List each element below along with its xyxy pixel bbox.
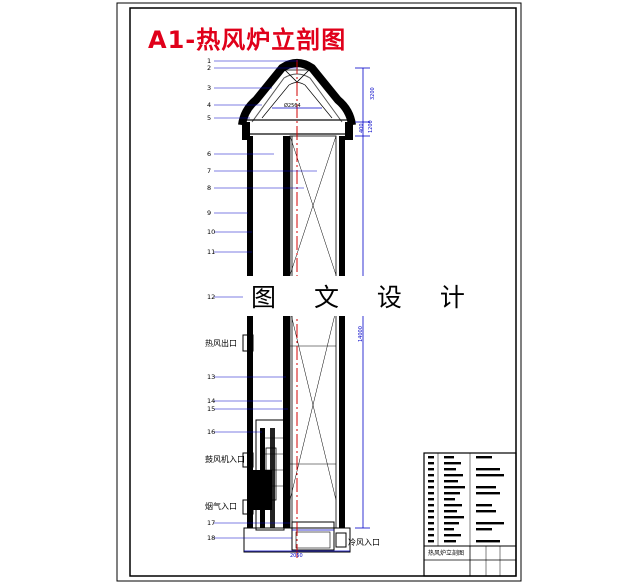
shoulder-left-block — [242, 122, 250, 140]
parts-list-row-mark — [428, 522, 434, 525]
parts-list-row-mark — [428, 498, 434, 501]
parts-list-row-mark — [444, 498, 455, 501]
hot-air-outlet-label: 热风出口 — [205, 338, 237, 348]
parts-list-row-mark — [444, 534, 461, 537]
watermark-text: 图 文 设 计 — [243, 276, 484, 316]
parts-list-row-mark — [428, 468, 434, 471]
combustion-chamber — [283, 135, 337, 529]
part-number-label: 11 — [207, 248, 215, 256]
part-number-label: 13 — [207, 373, 215, 381]
parts-list-row-mark — [444, 474, 463, 477]
part-number-label: 4 — [207, 101, 211, 109]
outer-wall-left — [247, 136, 253, 528]
parts-list-row-mark — [476, 486, 496, 489]
ring-height-dim-2: 1200 — [368, 120, 374, 133]
parts-list-row-mark — [428, 492, 434, 495]
part-number-label: 3 — [207, 84, 211, 92]
hot-air-outlet-nozzle — [242, 334, 254, 352]
part-number-label: 18 — [207, 534, 215, 542]
blower-inlet-label: 鼓风机入口 — [205, 454, 245, 464]
base-width-dim: 2050 — [290, 553, 303, 559]
parts-list-row-mark — [476, 522, 504, 525]
part-number-label: 8 — [207, 184, 211, 192]
title-block-rows — [428, 456, 504, 543]
title-block — [423, 452, 517, 577]
parts-list-row-mark — [476, 510, 496, 513]
parts-list-row-mark — [476, 540, 500, 543]
parts-list-row-mark — [476, 474, 504, 477]
parts-list-row-mark — [428, 540, 434, 543]
part-number-label: 6 — [207, 150, 211, 158]
parts-list-row-mark — [428, 486, 434, 489]
parts-list-row-mark — [444, 528, 454, 531]
shaft-height-dim: 14000 — [358, 326, 364, 342]
part-number-label: 10 — [207, 228, 215, 236]
part-number-label: 17 — [207, 519, 215, 527]
parts-list-row-mark — [428, 534, 434, 537]
burner-assembly — [252, 419, 285, 531]
parts-list-row-mark — [428, 516, 434, 519]
flue-gas-inlet-nozzle — [242, 499, 254, 515]
parts-list-row-mark — [444, 456, 454, 459]
parts-list-row-mark — [428, 504, 434, 507]
part-number-label: 9 — [207, 209, 211, 217]
dimension-texts: Ø2564 3200 400 1200 14000 2050 — [284, 87, 376, 559]
leader-lines — [214, 60, 317, 539]
part-number-label: 14 — [207, 397, 215, 405]
parts-list-row-mark — [444, 522, 459, 525]
parts-list-row-mark — [428, 480, 434, 483]
part-number-label: 7 — [207, 167, 211, 175]
parts-list-row-mark — [444, 516, 464, 519]
part-number-label: 1 — [207, 57, 211, 65]
part-number-label: 12 — [207, 293, 215, 301]
parts-list-row-mark — [476, 456, 492, 459]
parts-list-row-mark — [428, 474, 434, 477]
parts-list-row-mark — [444, 468, 456, 471]
parts-list-row-mark — [444, 486, 465, 489]
blower-inlet-nozzle — [242, 452, 254, 468]
part-number-label: 2 — [207, 64, 211, 72]
dimension-lines — [244, 67, 370, 552]
parts-list-row-mark — [428, 462, 434, 465]
part-number-label: 15 — [207, 405, 215, 413]
parts-list-row-mark — [476, 468, 500, 471]
drawing-title: A1-热风炉立剖图 — [148, 26, 347, 54]
parts-list-row-mark — [428, 456, 434, 459]
ring-height-dim: 400 — [359, 123, 365, 133]
dome-width-dim: Ø2564 — [284, 102, 301, 109]
outer-wall-right — [339, 136, 345, 528]
title-block-caption: 热风炉立剖图 — [428, 549, 464, 557]
parts-list-row-mark — [428, 528, 434, 531]
flue-gas-inlet-label: 烟气入口 — [205, 501, 237, 511]
parts-list-row-mark — [476, 504, 492, 507]
part-number-label: 16 — [207, 428, 215, 436]
outer-border — [116, 2, 522, 582]
parts-list-row-mark — [444, 540, 456, 543]
parts-list-row-mark — [428, 510, 434, 513]
parts-list-row-mark — [444, 480, 458, 483]
parts-list-row-mark — [444, 510, 457, 513]
dome-height-dim: 3200 — [370, 87, 376, 100]
parts-list-row-mark — [476, 528, 492, 531]
part-number-label: 5 — [207, 114, 211, 122]
parts-list-row-mark — [476, 492, 500, 495]
port-labels: 热风出口 鼓风机入口 烟气入口 冷风入口 — [205, 338, 380, 547]
inner-border — [129, 7, 517, 577]
cold-air-inlet-label: 冷风入口 — [348, 537, 380, 547]
shoulder-right-block — [345, 122, 353, 140]
parts-list-row-mark — [444, 504, 462, 507]
parts-list-row-mark — [444, 492, 460, 495]
cold-air-inlet-nozzle — [335, 532, 347, 548]
parts-list-row-mark — [444, 462, 461, 465]
